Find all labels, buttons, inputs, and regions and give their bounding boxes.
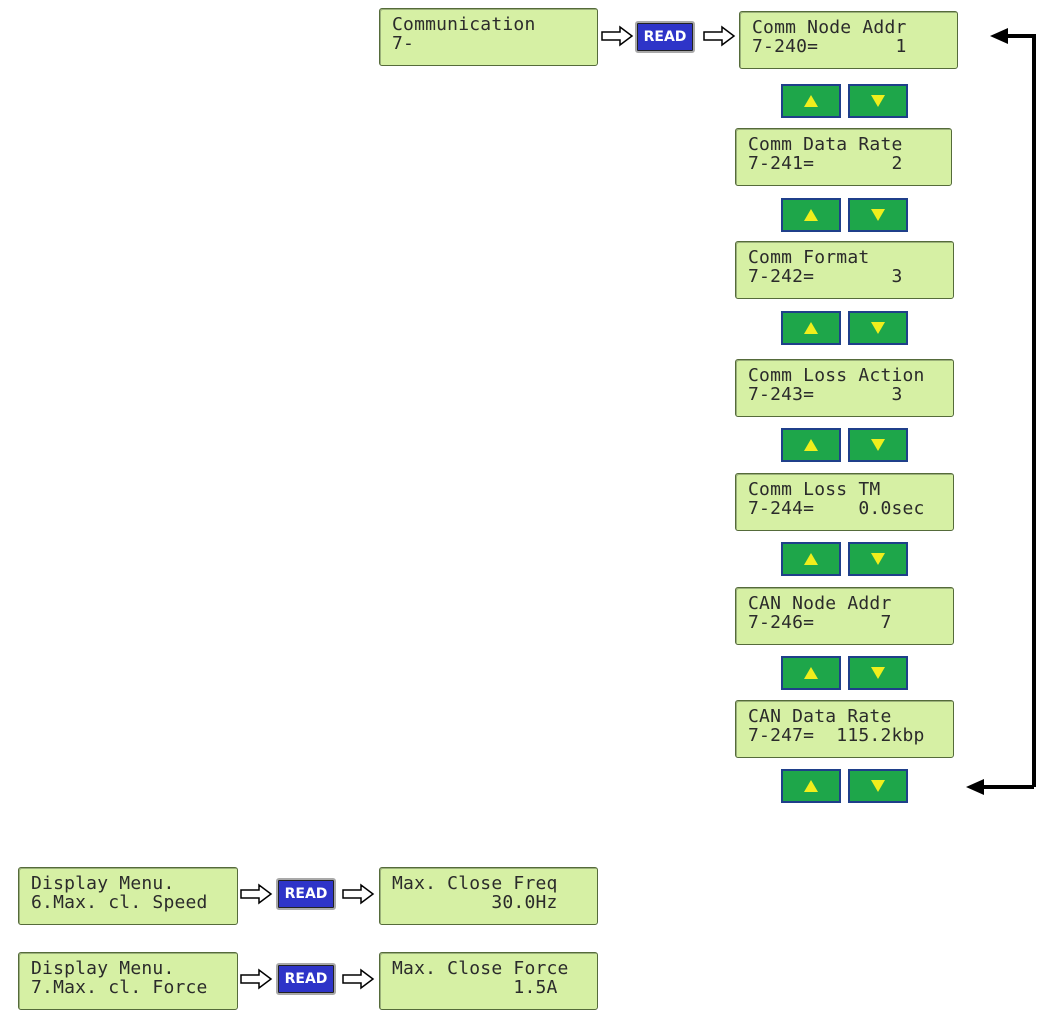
- down-button[interactable]: [848, 198, 908, 232]
- down-button[interactable]: [848, 428, 908, 462]
- lcd-line-2: 7-242= 3: [748, 266, 903, 287]
- lcd-line-2: 7-244= 0.0sec: [748, 498, 925, 519]
- lcd-line-2: 30.0Hz: [392, 892, 558, 913]
- triangle-up-icon: [804, 667, 818, 679]
- up-button[interactable]: [781, 542, 841, 576]
- up-button[interactable]: [781, 769, 841, 803]
- loop-back-arrow-icon: [966, 28, 1036, 795]
- lcd-line-2: 7-: [392, 33, 415, 54]
- lcd-line-1: Max. Close Force: [392, 958, 569, 979]
- up-button[interactable]: [781, 84, 841, 118]
- triangle-down-icon: [871, 553, 885, 565]
- nav-buttons: [781, 428, 911, 462]
- lcd-line-2: 7-247= 115.2kbp: [748, 725, 925, 746]
- triangle-up-icon: [804, 95, 818, 107]
- lcd-param-comm-format: Comm Format 7-242= 3: [735, 241, 954, 299]
- triangle-down-icon: [871, 322, 885, 334]
- lcd-line-1: Max. Close Freq: [392, 873, 558, 894]
- lcd-param-comm-loss-tm: Comm Loss TM 7-244= 0.0sec: [735, 473, 954, 531]
- down-button[interactable]: [848, 542, 908, 576]
- nav-buttons: [781, 311, 911, 345]
- lcd-line-2: 7.Max. cl. Force: [31, 977, 208, 998]
- triangle-up-icon: [804, 553, 818, 565]
- lcd-line-1: Comm Format: [748, 247, 870, 268]
- nav-buttons: [781, 542, 911, 576]
- lcd-line-1: Comm Node Addr: [752, 17, 907, 38]
- lcd-communication-menu: Communication 7-: [379, 8, 598, 66]
- read-button[interactable]: READ: [635, 21, 695, 53]
- down-button[interactable]: [848, 656, 908, 690]
- triangle-up-icon: [804, 209, 818, 221]
- lcd-line-1: Communication: [392, 14, 536, 35]
- nav-buttons: [781, 769, 911, 803]
- up-button[interactable]: [781, 656, 841, 690]
- lcd-param-comm-data-rate: Comm Data Rate 7-241= 2: [735, 128, 952, 186]
- triangle-up-icon: [804, 780, 818, 792]
- lcd-line-2: 7-240= 1: [752, 36, 907, 57]
- lcd-param-comm-loss-action: Comm Loss Action 7-243= 3: [735, 359, 954, 417]
- lcd-line-1: Display Menu.: [31, 958, 175, 979]
- down-button[interactable]: [848, 84, 908, 118]
- hollow-arrow-icon: [601, 25, 634, 47]
- lcd-max-close-freq: Max. Close Freq 30.0Hz: [379, 867, 598, 925]
- lcd-param-comm-node-addr: Comm Node Addr 7-240= 1: [739, 11, 958, 69]
- lcd-display-menu-6: Display Menu. 6.Max. cl. Speed: [18, 867, 238, 925]
- down-button[interactable]: [848, 311, 908, 345]
- lcd-line-1: Comm Loss Action: [748, 365, 925, 386]
- lcd-line-1: Comm Data Rate: [748, 134, 903, 155]
- hollow-arrow-icon: [240, 968, 273, 990]
- nav-buttons: [781, 198, 911, 232]
- triangle-down-icon: [871, 95, 885, 107]
- triangle-up-icon: [804, 439, 818, 451]
- read-button[interactable]: READ: [276, 963, 336, 995]
- lcd-line-2: 7-243= 3: [748, 384, 903, 405]
- lcd-max-close-force: Max. Close Force 1.5A: [379, 952, 598, 1010]
- triangle-down-icon: [871, 780, 885, 792]
- hollow-arrow-icon: [342, 883, 375, 905]
- read-button[interactable]: READ: [276, 878, 336, 910]
- up-button[interactable]: [781, 198, 841, 232]
- lcd-line-1: Comm Loss TM: [748, 479, 881, 500]
- lcd-line-2: 7-246= 7: [748, 612, 892, 633]
- lcd-param-can-node-addr: CAN Node Addr 7-246= 7: [735, 587, 954, 645]
- triangle-down-icon: [871, 209, 885, 221]
- lcd-line-2: 7-241= 2: [748, 153, 903, 174]
- lcd-param-can-data-rate: CAN Data Rate 7-247= 115.2kbp: [735, 700, 954, 758]
- lcd-line-2: 1.5A: [392, 977, 558, 998]
- lcd-line-1: CAN Data Rate: [748, 706, 892, 727]
- triangle-up-icon: [804, 322, 818, 334]
- triangle-down-icon: [871, 439, 885, 451]
- nav-buttons: [781, 84, 911, 118]
- lcd-display-menu-7: Display Menu. 7.Max. cl. Force: [18, 952, 238, 1010]
- up-button[interactable]: [781, 311, 841, 345]
- lcd-line-1: Display Menu.: [31, 873, 175, 894]
- lcd-line-1: CAN Node Addr: [748, 593, 892, 614]
- lcd-line-2: 6.Max. cl. Speed: [31, 892, 208, 913]
- hollow-arrow-icon: [240, 883, 273, 905]
- hollow-arrow-icon: [703, 25, 736, 47]
- nav-buttons: [781, 656, 911, 690]
- up-button[interactable]: [781, 428, 841, 462]
- triangle-down-icon: [871, 667, 885, 679]
- down-button[interactable]: [848, 769, 908, 803]
- hollow-arrow-icon: [342, 968, 375, 990]
